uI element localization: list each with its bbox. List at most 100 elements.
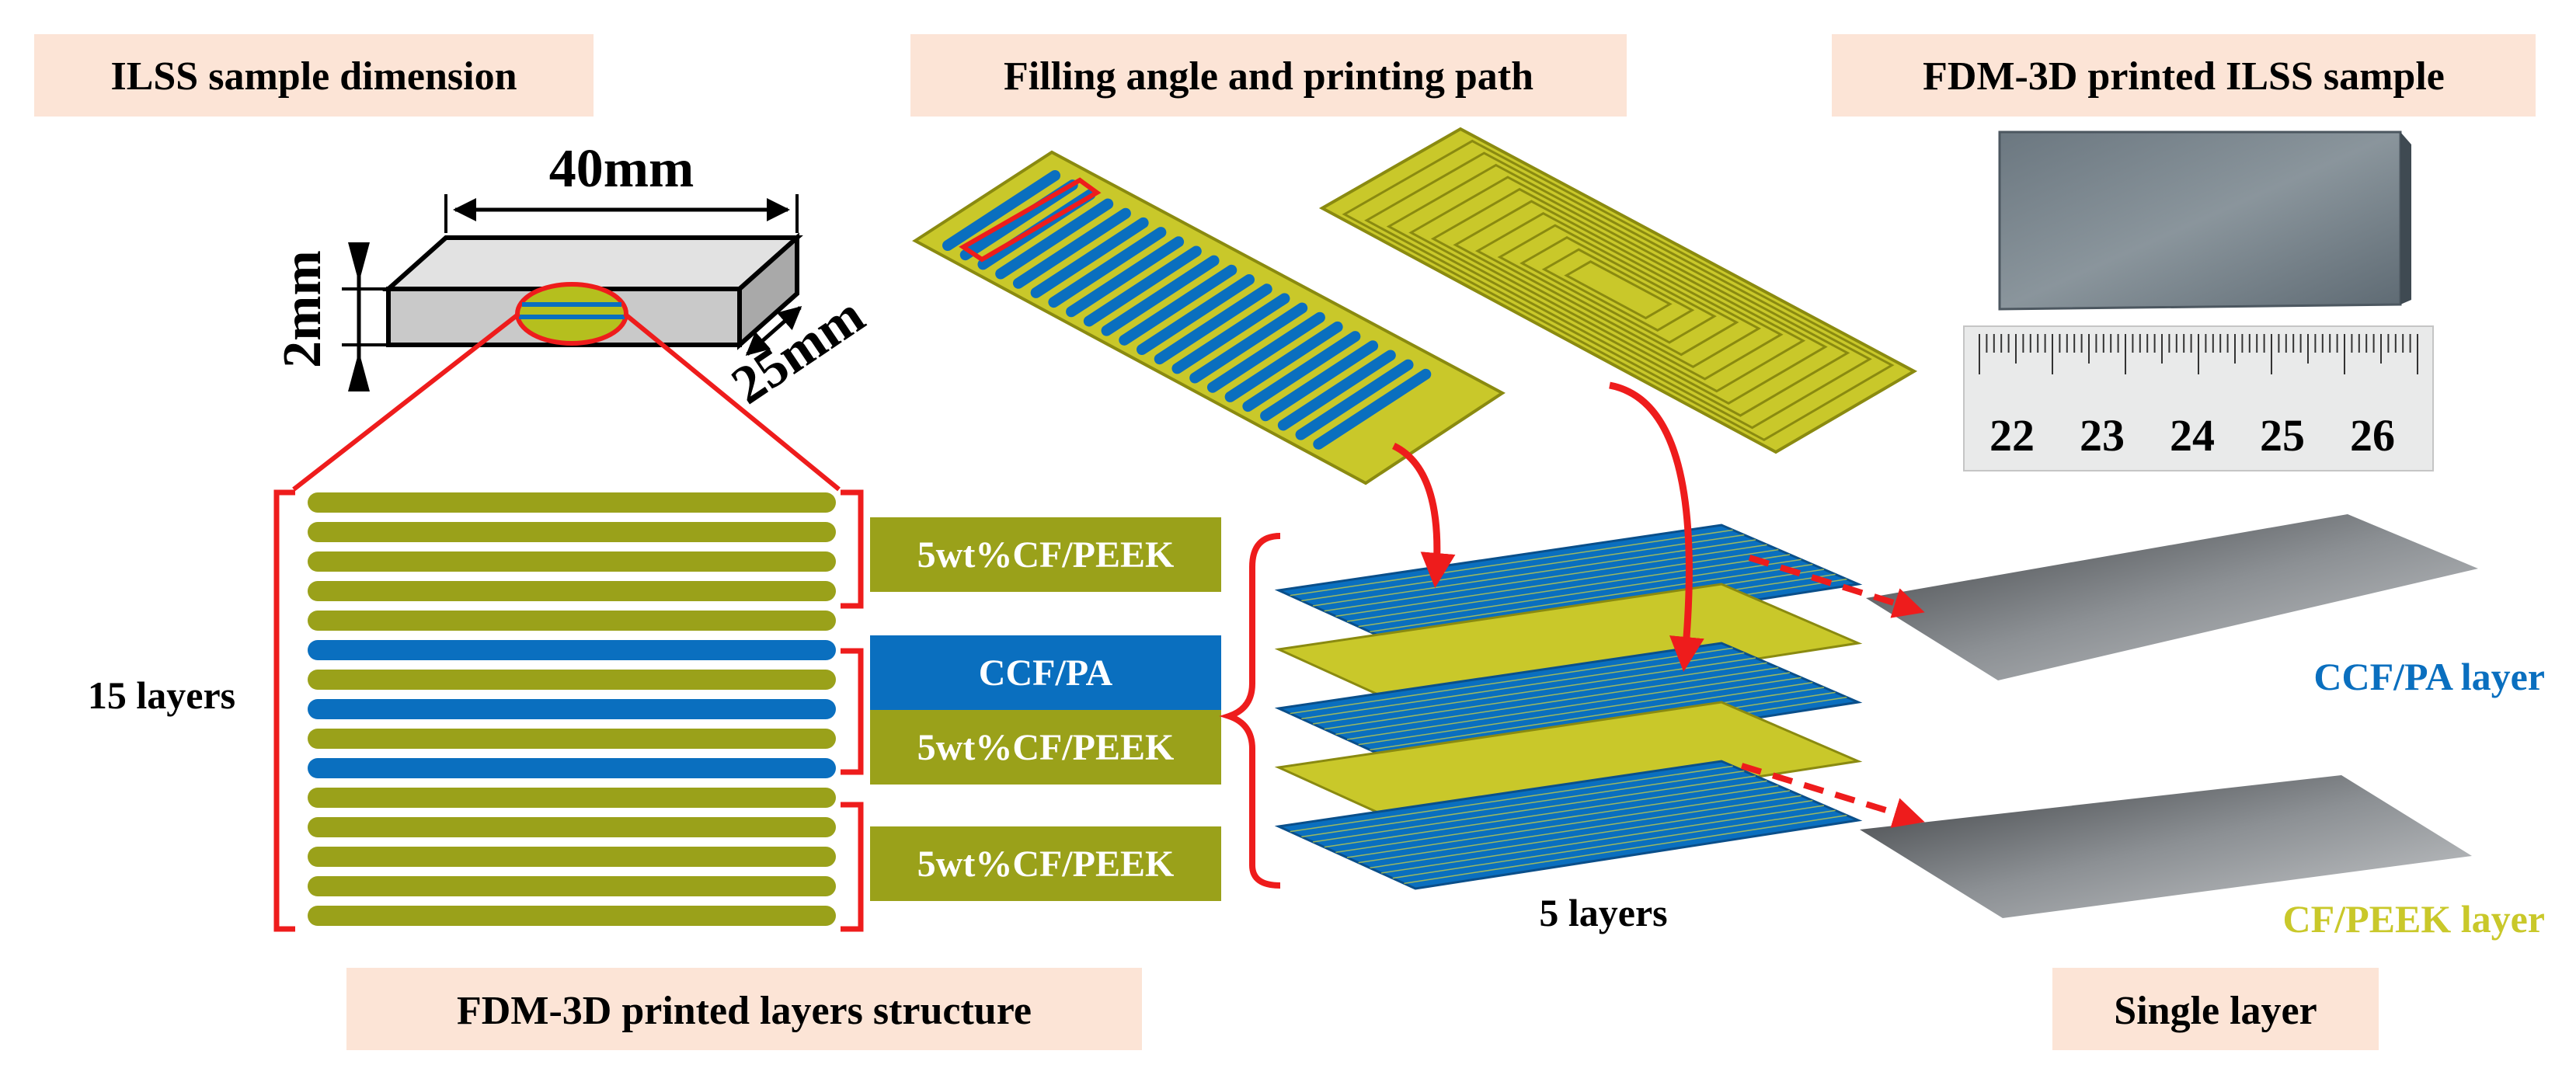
concentric-path <box>1342 139 1895 442</box>
stack-fiber-line <box>1346 554 1791 622</box>
stack-fiber-line <box>1380 805 1825 874</box>
stack-fiber-line <box>1290 647 1733 715</box>
title-layers-structure-text: FDM-3D printed layers structure <box>457 989 1032 1033</box>
path-stroke <box>1154 284 1272 365</box>
stack-fiber-line <box>1335 666 1779 736</box>
stack-fiber-line <box>1370 799 1813 869</box>
stack-fiber-line <box>1324 662 1767 730</box>
group-bottom-label: 5wt%CF/PEEK <box>917 844 1175 885</box>
ruler-number: 25 <box>2260 410 2305 461</box>
path-stroke <box>1189 302 1308 384</box>
title-single-layer: Single layer <box>2052 968 2379 1050</box>
zoom-line-right <box>623 311 841 492</box>
concentric-ring <box>1386 163 1850 417</box>
path-stroke <box>1137 274 1255 355</box>
concentric-ring <box>1541 248 1695 332</box>
path-stroke <box>1277 350 1396 431</box>
path-stroke <box>1083 245 1202 327</box>
ruler-number: 24 <box>2170 410 2215 461</box>
stack-fiber-line <box>1370 681 1813 751</box>
stack-fiber-line <box>1335 785 1779 854</box>
path-stroke <box>1242 331 1361 412</box>
path-stroke <box>1171 293 1290 374</box>
stack-peek-layer <box>1274 701 1863 831</box>
path-stroke <box>1224 321 1343 402</box>
concentric-ring <box>1564 260 1673 320</box>
path-stroke <box>1048 227 1167 308</box>
group-mid-b-label: 5wt%CF/PEEK <box>917 727 1175 768</box>
cf-peek-layer-bar <box>308 788 836 808</box>
stack-fiber-line <box>1324 780 1767 848</box>
total-layers-label: 15 layers <box>88 673 235 717</box>
dimension-length: 40mm <box>444 139 799 233</box>
ccf-pa-layer-bar <box>308 699 836 719</box>
path-stroke <box>995 198 1114 280</box>
layer-stack <box>1274 524 1863 890</box>
stack-fiber-line <box>1346 790 1791 858</box>
title-ilss-dimension: ILSS sample dimension <box>34 34 594 117</box>
title-single-layer-text: Single layer <box>2114 989 2317 1033</box>
path-arrow-icon <box>959 177 1102 263</box>
stack-fiber-line <box>1346 672 1791 740</box>
concentric-ring <box>1364 151 1872 430</box>
group-top-box: 5wt%CF/PEEK <box>870 517 1221 592</box>
stack-fiber-line <box>1324 544 1767 612</box>
arrow-icon <box>745 306 802 356</box>
stack-fiber-line <box>1370 563 1813 633</box>
cf-peek-layer-bar <box>308 817 836 837</box>
stack-fiber-line <box>1358 558 1801 628</box>
print-path-concentric <box>1318 127 1918 454</box>
path-stroke <box>1012 207 1131 289</box>
ruler-number: 22 <box>1989 410 2035 461</box>
stack-fiber-line <box>1358 677 1801 746</box>
brace-icon <box>273 489 295 932</box>
stack-fiber-line <box>1312 775 1756 843</box>
cf-peek-layer-bar <box>308 551 836 572</box>
stack-fiber-line <box>1392 809 1836 879</box>
group-bottom-box: 5wt%CF/PEEK <box>870 826 1221 901</box>
cf-peek-layer-bar <box>308 876 836 896</box>
single-layer-ccf: CCF/PA layer <box>1866 514 2545 698</box>
path-stroke <box>1313 368 1432 450</box>
cf-peek-layer-bar <box>308 729 836 749</box>
title-fdm-sample: FDM-3D printed ILSS sample <box>1832 34 2536 117</box>
ruler-number: 26 <box>2350 410 2395 461</box>
concentric-ring <box>1342 139 1895 442</box>
concentric-ring <box>1453 200 1784 381</box>
path-stroke <box>1206 311 1325 393</box>
curved-arrow-icon <box>1391 442 1456 588</box>
group-mid-a-label: CCF/PA <box>979 652 1113 694</box>
cf-peek-layer-bar <box>308 670 836 690</box>
stack-fiber-line <box>1301 770 1745 838</box>
cf-peek-layer-bar <box>308 906 836 926</box>
path-stroke <box>1119 264 1238 346</box>
stack-fiber-line <box>1404 814 1847 885</box>
stack-fiber-line <box>1301 534 1745 602</box>
path-stroke <box>1030 217 1149 298</box>
concentric-ring <box>1408 176 1828 405</box>
stack-peek-layer <box>1274 583 1863 713</box>
concentric-ring <box>1497 224 1739 357</box>
dimension-height: 2mm <box>273 242 388 391</box>
stack-fiber-line <box>1312 539 1756 607</box>
cf-peek-layer-bar <box>308 492 836 513</box>
sample-block <box>382 232 803 350</box>
title-filling-text: Filling angle and printing path <box>1004 54 1533 99</box>
title-filling: Filling angle and printing path <box>910 34 1627 117</box>
brace-icon <box>841 648 864 775</box>
brace-icon <box>841 802 864 932</box>
sample-photo <box>1998 130 2411 311</box>
stack-fiber-line <box>1290 765 1733 833</box>
cf-peek-layer-bar <box>308 847 836 867</box>
path-stroke <box>1260 340 1379 422</box>
brace-icon <box>1219 533 1281 889</box>
ccf-pa-layer-bar <box>308 640 836 660</box>
length-label: 40mm <box>549 139 694 199</box>
path-stroke <box>942 170 1060 251</box>
group-top-label: 5wt%CF/PEEK <box>917 534 1175 576</box>
ccf-pa-layer-bar <box>308 758 836 778</box>
cf-peek-layer-bar <box>308 611 836 631</box>
path-stroke <box>1066 236 1185 318</box>
